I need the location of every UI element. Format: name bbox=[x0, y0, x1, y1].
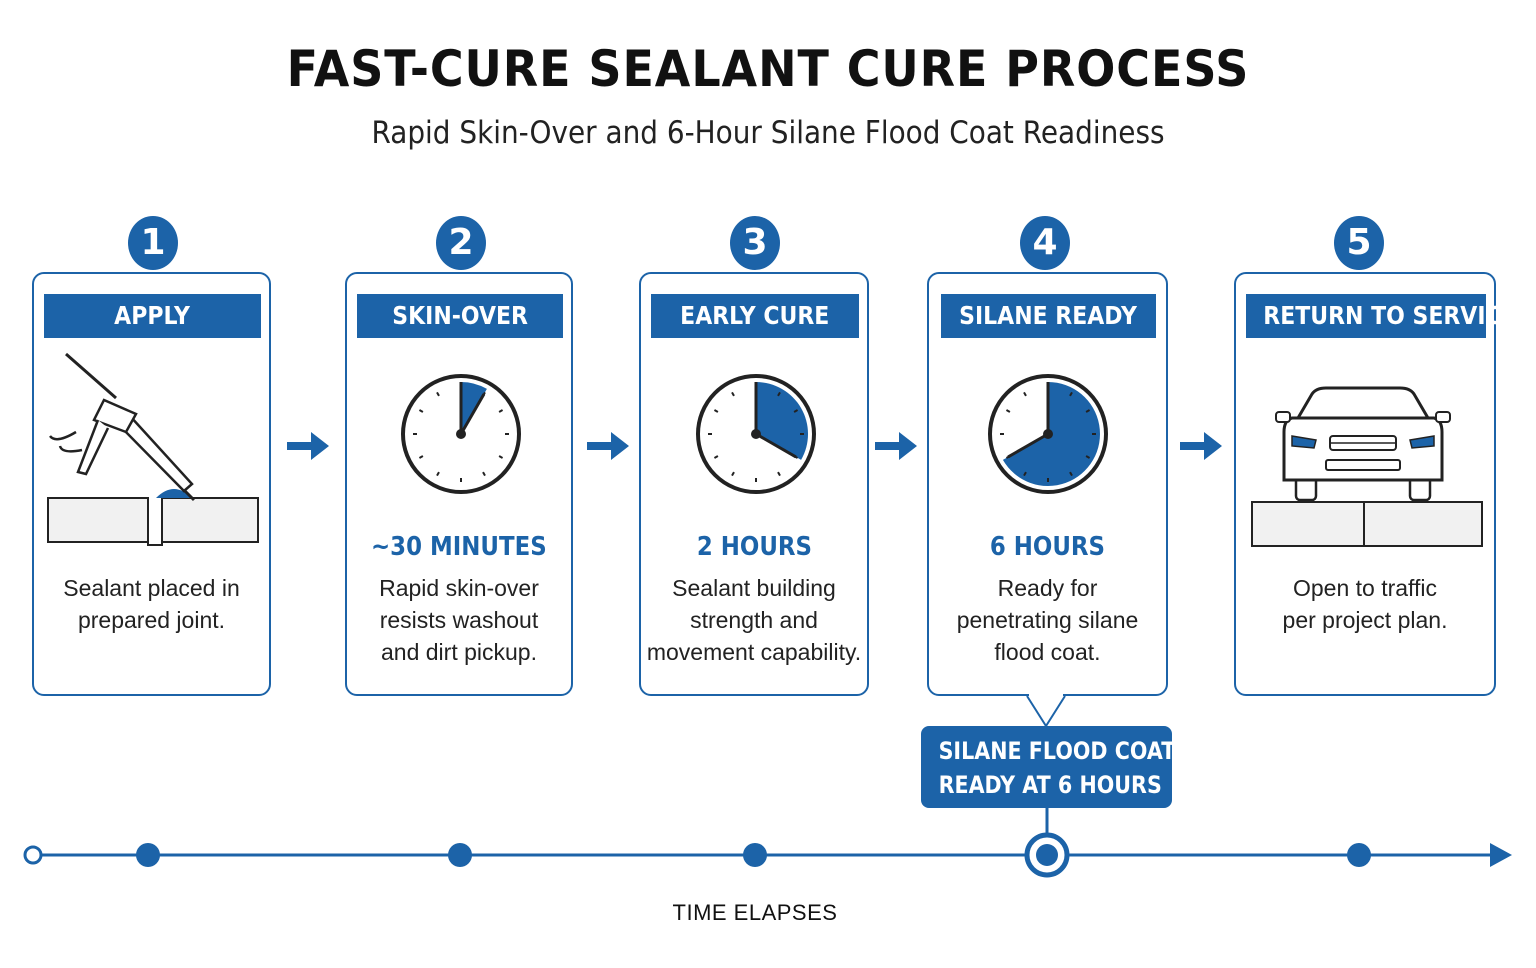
arrow-right-icon bbox=[875, 432, 917, 460]
clock-tick bbox=[713, 455, 719, 459]
step-time: 6 HOURS bbox=[989, 532, 1106, 562]
arrow-right-icon bbox=[1180, 432, 1222, 460]
clock-hour-hand bbox=[755, 432, 797, 459]
car-icon bbox=[1251, 386, 1483, 547]
step-number-badge: 5 bbox=[1334, 216, 1384, 270]
clock-tick bbox=[1085, 409, 1091, 413]
clock-tick bbox=[436, 391, 440, 397]
caulk-gun-icon bbox=[47, 352, 259, 546]
clock-tick bbox=[713, 409, 719, 413]
clock-tick bbox=[1069, 391, 1073, 397]
clock-tick bbox=[793, 409, 799, 413]
step-number-badge: 3 bbox=[730, 216, 780, 270]
arrow-right-icon bbox=[287, 432, 329, 460]
arrow-right-icon bbox=[587, 432, 629, 460]
clock-tick bbox=[482, 471, 486, 477]
clock-tick bbox=[1005, 409, 1011, 413]
clock-icon bbox=[988, 374, 1108, 494]
clock-icon bbox=[696, 374, 816, 494]
clock-tick bbox=[777, 471, 781, 477]
clock-tick bbox=[436, 471, 440, 477]
step-time: 2 HOURS bbox=[696, 532, 812, 562]
clock-tick bbox=[418, 409, 424, 413]
clock-tick bbox=[418, 455, 424, 459]
timeline-start bbox=[23, 845, 43, 865]
timeline-marker bbox=[1036, 844, 1058, 866]
step-time: ~30 MINUTES bbox=[371, 532, 547, 562]
clock-tick bbox=[1023, 391, 1027, 397]
page-subtitle: Rapid Skin-Over and 6-Hour Silane Flood … bbox=[371, 115, 1165, 151]
clock-center bbox=[456, 429, 466, 439]
callout-pointer bbox=[1026, 690, 1066, 728]
clock-tick bbox=[1085, 455, 1091, 459]
clock-tick bbox=[777, 391, 781, 397]
step-header: SKIN-OVER bbox=[357, 294, 563, 338]
step-header: APPLY bbox=[44, 294, 261, 338]
clock-center bbox=[1043, 429, 1053, 439]
page-title: FAST-CURE SEALANT CURE PROCESS bbox=[286, 40, 1250, 98]
step-number-badge: 2 bbox=[436, 216, 486, 270]
timeline-marker bbox=[743, 843, 767, 867]
step-number-badge: 4 bbox=[1020, 216, 1070, 270]
step-header: RETURN TO SERVICE bbox=[1246, 294, 1517, 338]
clock-tick bbox=[498, 409, 504, 413]
clock-center bbox=[751, 429, 761, 439]
clock-tick bbox=[498, 455, 504, 459]
timeline-arrowhead bbox=[1490, 843, 1512, 867]
clock-tick bbox=[1069, 471, 1073, 477]
silane-ready-callout: SILANE FLOOD COAT READY AT 6 HOURS bbox=[921, 726, 1175, 808]
timeline-label: TIME ELAPSES bbox=[672, 900, 838, 925]
clock-hour-hand bbox=[1007, 432, 1049, 459]
clock-tick bbox=[731, 471, 735, 477]
timeline-marker bbox=[448, 843, 472, 867]
timeline-marker bbox=[1347, 843, 1371, 867]
clock-tick bbox=[731, 391, 735, 397]
clock-tick bbox=[1023, 471, 1027, 477]
clock-hour-hand bbox=[459, 393, 486, 435]
step-number-badge: 1 bbox=[128, 216, 178, 270]
step-header: EARLY CURE bbox=[651, 294, 859, 338]
timeline bbox=[23, 808, 1512, 878]
clock-icon bbox=[401, 374, 521, 494]
step-header: SILANE READY bbox=[941, 294, 1156, 338]
timeline-marker bbox=[136, 843, 160, 867]
